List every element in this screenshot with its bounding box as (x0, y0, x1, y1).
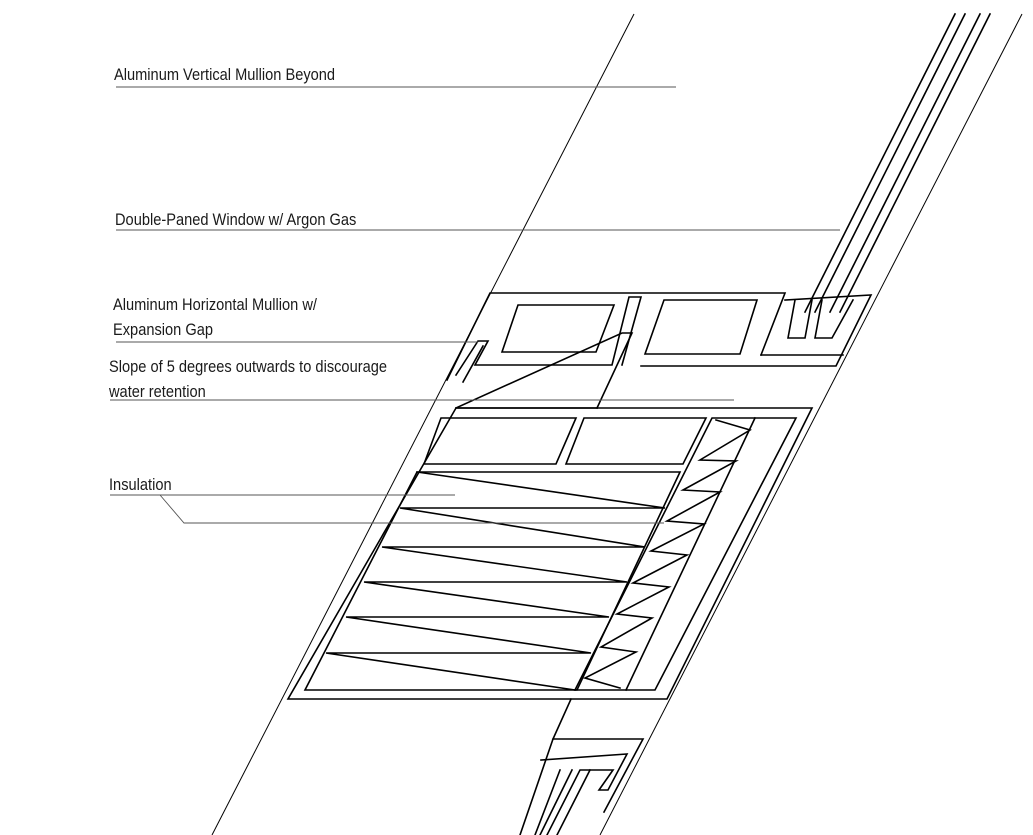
label-slope-line2: water retention (109, 382, 206, 401)
insulation-batt (303, 471, 682, 691)
label-horizontal-mullion-line1: Aluminum Horizontal Mullion w/ (113, 295, 317, 314)
label-vertical-mullion: Aluminum Vertical Mullion Beyond (114, 65, 336, 84)
rigid-insulation (582, 419, 752, 689)
glass-pane-lower (519, 697, 645, 835)
label-window: Double-Paned Window w/ Argon Gas (115, 210, 357, 229)
vertical-mullion-beyond (211, 13, 1023, 835)
glass-pane-upper (803, 12, 992, 314)
label-insulation: Insulation (109, 475, 172, 494)
horizontal-mullion-upper (445, 292, 873, 410)
horizontal-mullion-lower (286, 407, 814, 700)
leader-lines (110, 86, 840, 524)
label-horizontal-mullion-line2: Expansion Gap (113, 320, 213, 339)
label-slope-line1: Slope of 5 degrees outwards to discourag… (109, 357, 387, 376)
